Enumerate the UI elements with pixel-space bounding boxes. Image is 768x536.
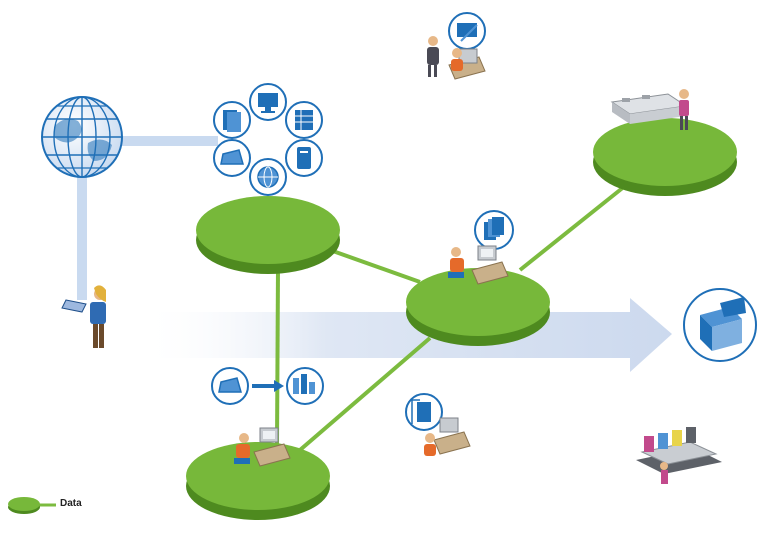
network-connectors xyxy=(275,184,627,452)
color-profile-flow xyxy=(211,367,324,405)
box-output-icon xyxy=(683,288,757,362)
imposition-workstation-icon xyxy=(405,393,471,456)
input-icon-cluster xyxy=(213,83,323,196)
legend-label: Data xyxy=(60,498,82,509)
central-hub-node xyxy=(406,268,550,346)
press-node xyxy=(593,118,737,196)
globe-connectors xyxy=(77,136,218,300)
color-profile-icon xyxy=(286,367,324,405)
legend xyxy=(8,497,56,514)
scanner-icon xyxy=(211,367,249,405)
laptop-user-icon xyxy=(61,285,106,348)
designer-workstation-icon xyxy=(427,12,486,80)
monitor-icon xyxy=(249,83,287,121)
globe-icon xyxy=(41,96,123,178)
scanner-icon xyxy=(213,139,251,177)
pages-stack-icon xyxy=(474,210,514,250)
book-icon xyxy=(213,101,251,139)
document-stack-icon xyxy=(285,139,323,177)
press-operator-icon xyxy=(679,89,689,130)
imposition-icon xyxy=(405,393,443,431)
color-node xyxy=(186,442,330,520)
arrow-right-icon xyxy=(252,380,284,392)
design-tablet-icon xyxy=(448,12,486,50)
globe-refresh-icon xyxy=(249,158,287,196)
offset-press-icon xyxy=(636,427,722,484)
spreadsheet-icon xyxy=(285,101,323,139)
operator-workstation-icon xyxy=(448,245,509,285)
operator-workstation-icon xyxy=(234,427,291,467)
input-node xyxy=(196,196,340,274)
